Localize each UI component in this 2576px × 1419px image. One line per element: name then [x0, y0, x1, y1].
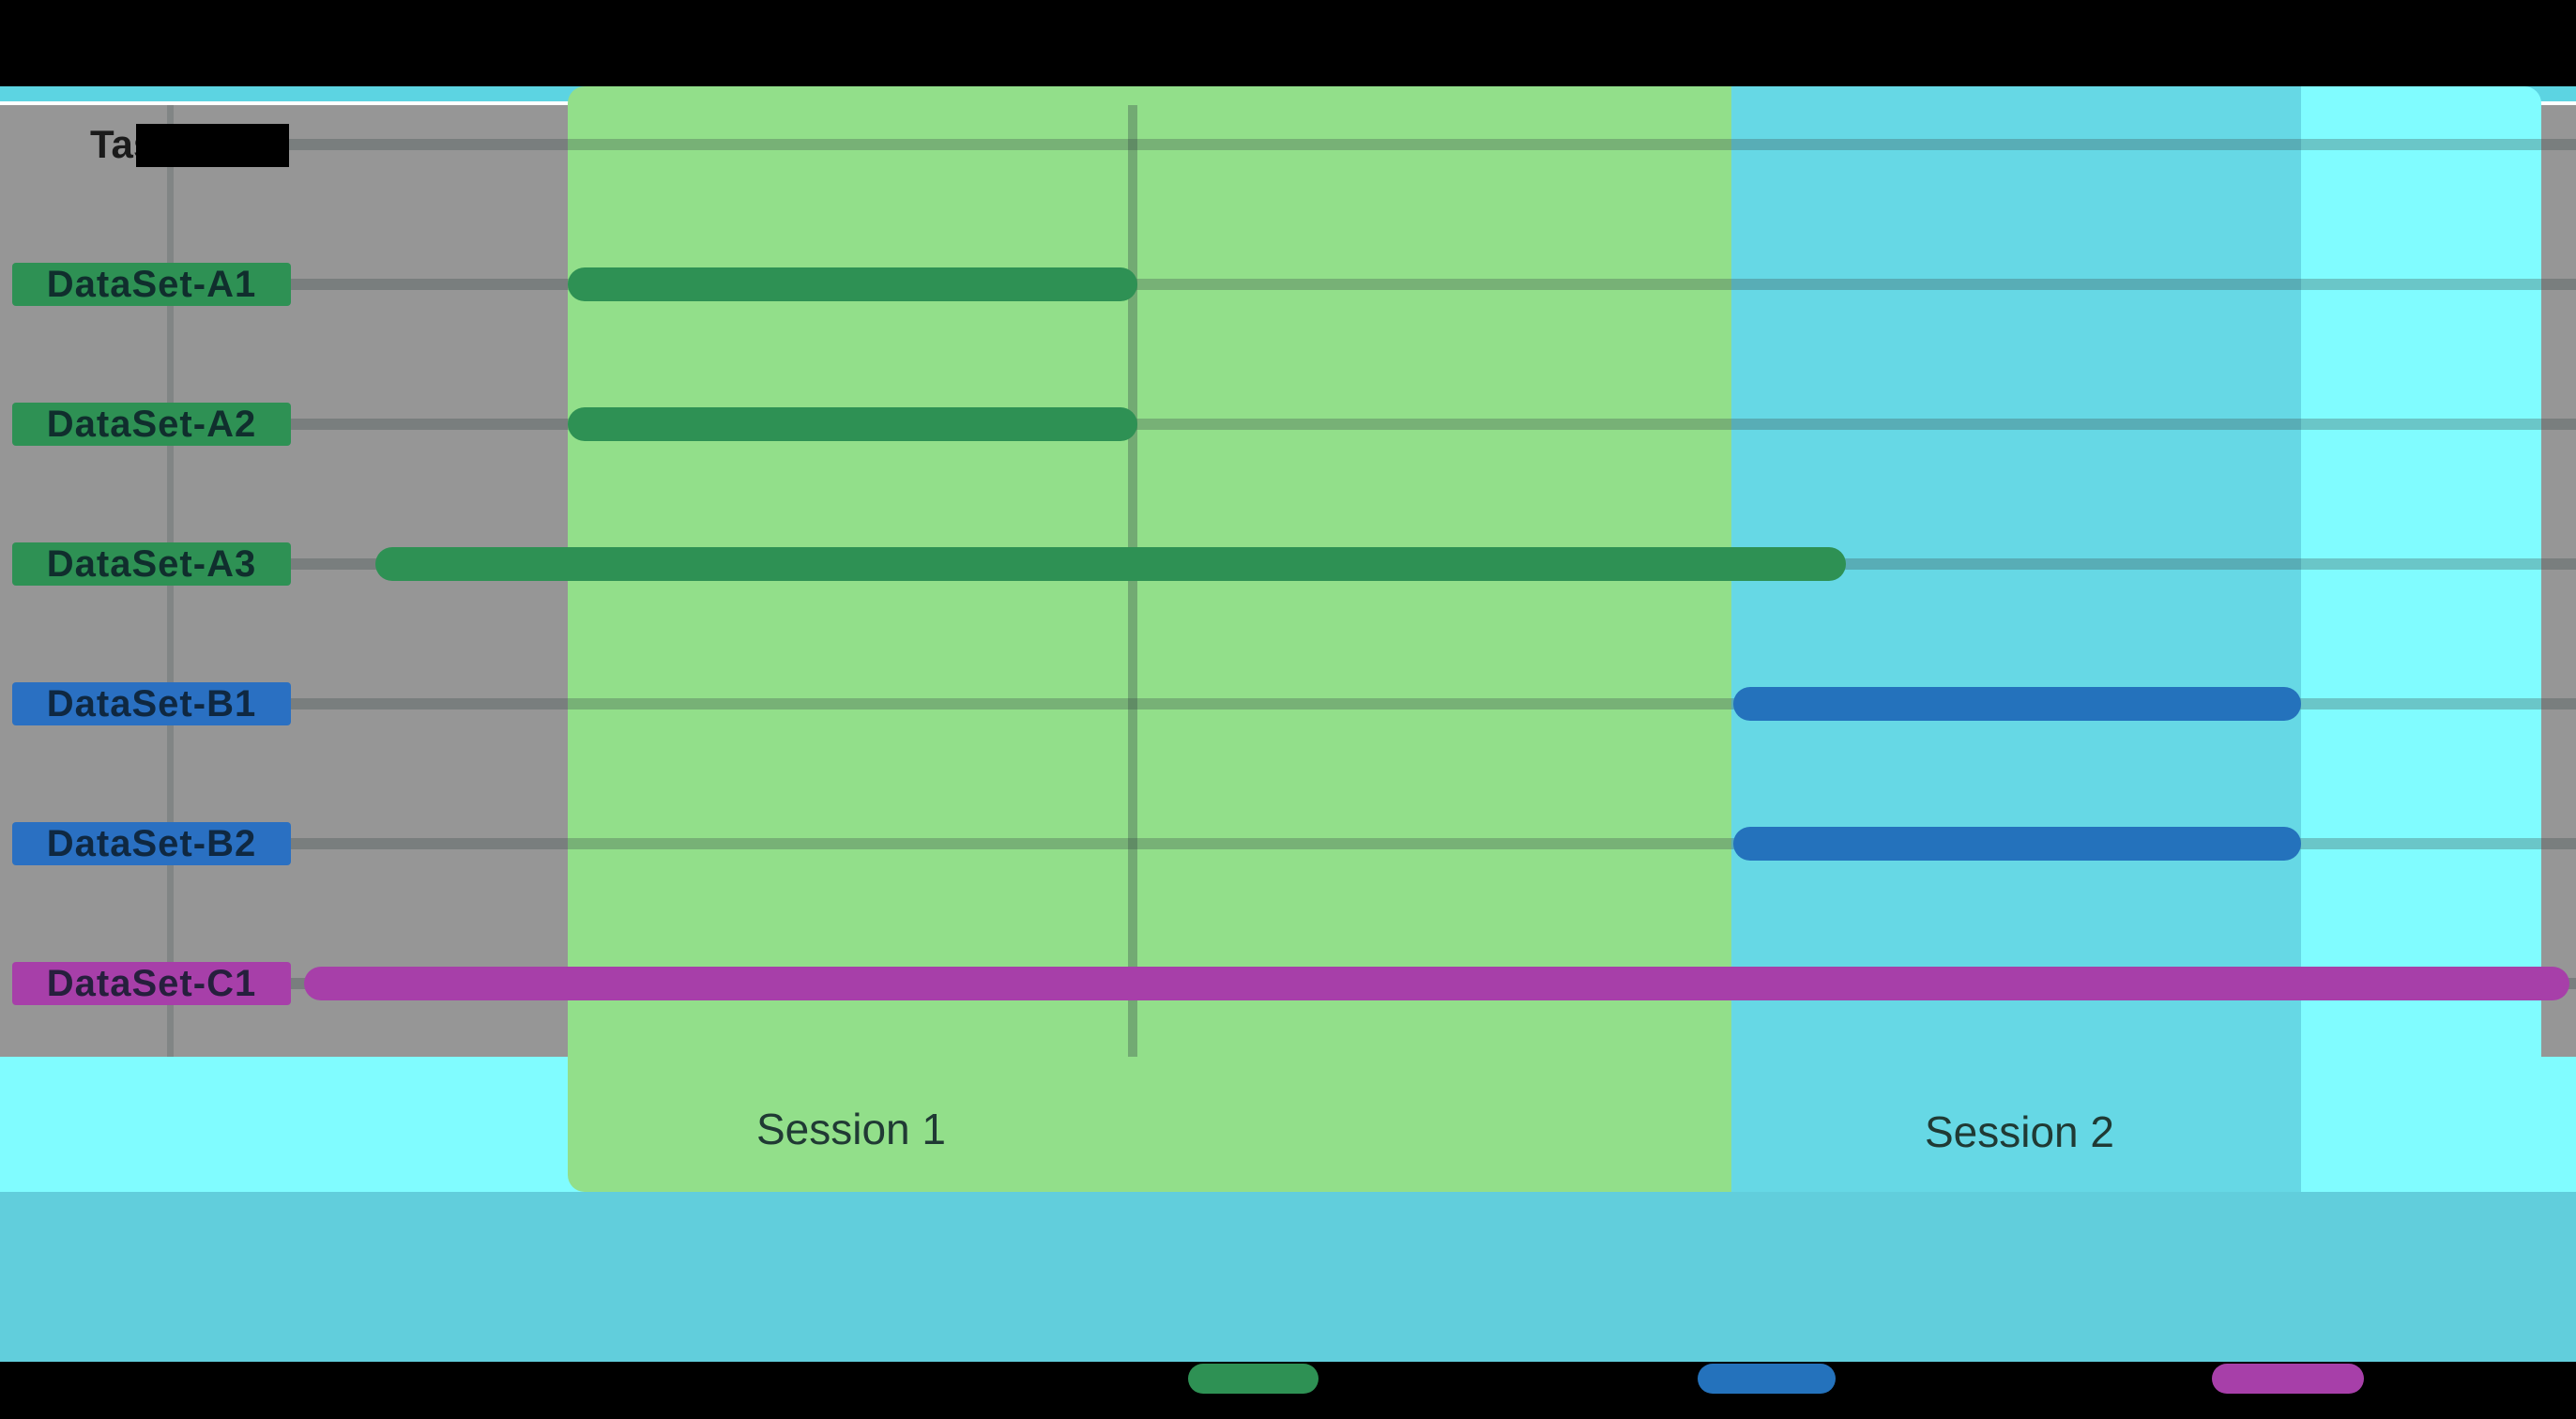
legend-swatch-series-a-green: [1188, 1364, 1318, 1394]
task-bar-dataset-a3: [375, 547, 1846, 581]
session-band-1: [568, 86, 1731, 1192]
legend-swatch-series-b-blue: [1698, 1364, 1836, 1394]
row-label-dataset-b2: DataSet-B2: [12, 822, 291, 865]
session-band-2: [1731, 86, 2301, 1192]
task-bar-dataset-a1: [568, 267, 1137, 301]
row-label-dataset-a3: DataSet-A3: [12, 542, 291, 586]
horizontal-gridline-0: [169, 139, 2576, 150]
task-bar-dataset-a2: [568, 407, 1137, 441]
session-1-label: Session 1: [755, 1105, 947, 1153]
vertical-gridline-0: [1128, 105, 1137, 1057]
session-band-3: [2301, 86, 2541, 1192]
redaction-bar-top: [0, 0, 2576, 86]
horizontal-gridline-1: [169, 279, 2576, 290]
horizontal-gridline-2: [169, 419, 2576, 430]
legend-swatch-series-c-purple: [2212, 1364, 2364, 1394]
row-label-dataset-b1: DataSet-B1: [12, 682, 291, 725]
task-bar-dataset-c1: [304, 967, 2569, 1000]
redaction-box-task-label: [136, 124, 289, 167]
task-bar-dataset-b2: [1733, 827, 2301, 861]
row-label-dataset-c1: DataSet-C1: [12, 962, 291, 1005]
row-label-dataset-a2: DataSet-A2: [12, 403, 291, 446]
task-bar-dataset-b1: [1733, 687, 2301, 721]
row-label-dataset-a1: DataSet-A1: [12, 263, 291, 306]
figure-bottom-strip: [0, 1192, 2576, 1362]
session-2-label: Session 2: [1924, 1107, 2115, 1156]
